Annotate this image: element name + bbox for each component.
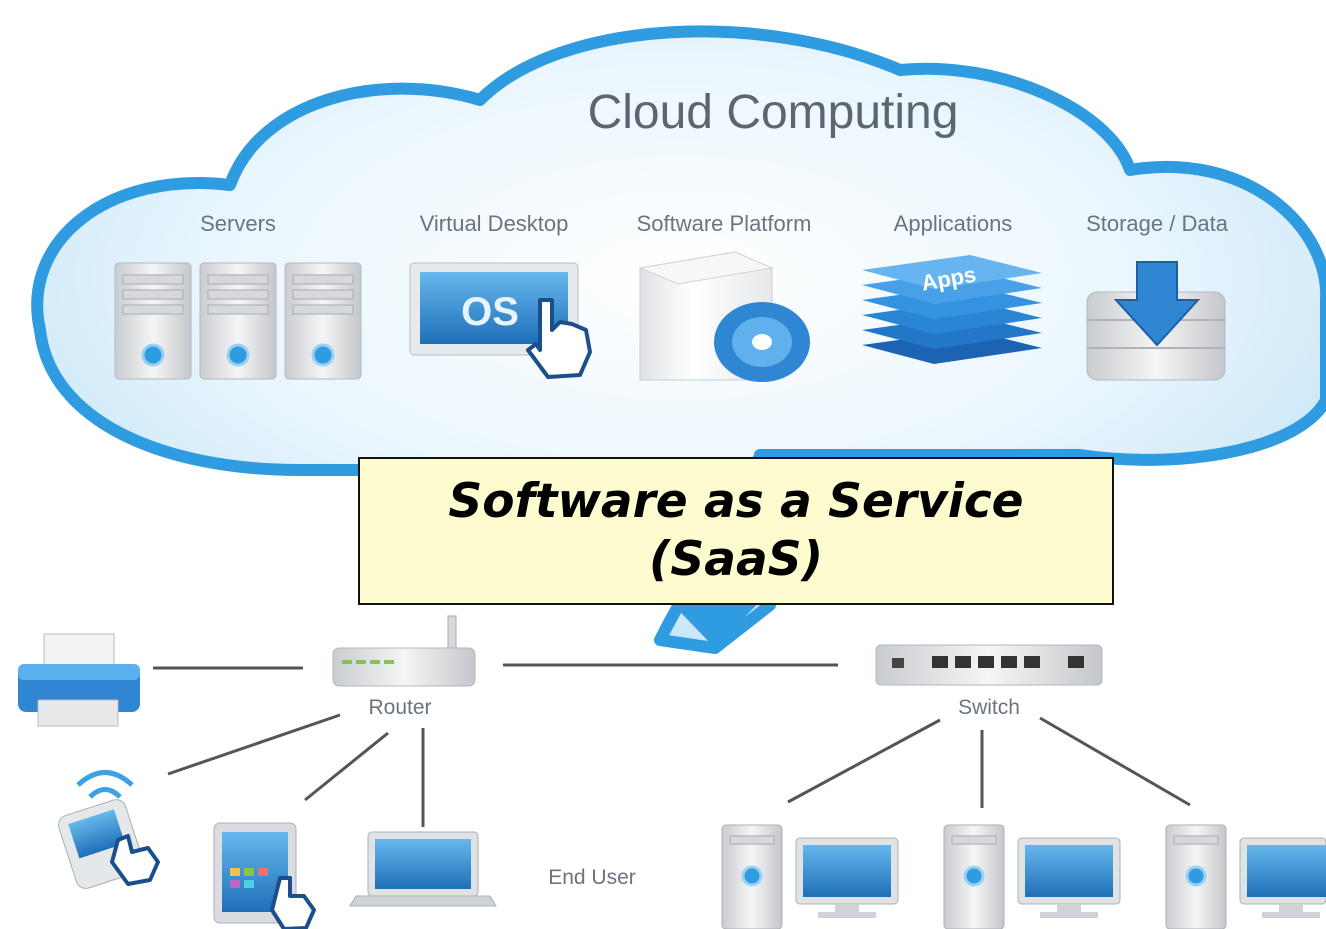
- laptop-icon: [349, 831, 497, 907]
- storage-icon: [1086, 261, 1226, 381]
- router-icon: [332, 615, 476, 687]
- category-label-virtual-desktop: Virtual Desktop: [420, 211, 569, 236]
- router-label: Router: [368, 696, 431, 719]
- end-user-label: End User: [548, 866, 636, 889]
- apps-stack-icon: Apps: [862, 255, 1042, 364]
- hand-cursor-icon: [526, 298, 592, 379]
- cloud-title: Cloud Computing: [588, 86, 959, 139]
- category-label-storage: Storage / Data: [1086, 211, 1229, 236]
- software-box-icon: [638, 251, 810, 382]
- category-label-software-platform: Software Platform: [637, 211, 812, 236]
- servers-icon: [114, 262, 362, 380]
- switch-label: Switch: [958, 696, 1020, 719]
- saas-callout-line2: (SaaS): [648, 532, 824, 587]
- saas-callout: Software as a Service (SaaS): [358, 457, 1114, 605]
- tablet-icon: [213, 822, 316, 929]
- switch-icon: [875, 644, 1103, 686]
- desktop-computer-icon: [943, 824, 1121, 929]
- printer-icon: [18, 633, 140, 727]
- download-arrow-icon: [1113, 261, 1201, 347]
- desktop-computer-icon: [721, 824, 899, 929]
- saas-callout-line1: Software as a Service: [448, 474, 1024, 529]
- desktop-computer-icon: [1165, 824, 1326, 929]
- smartphone-icon: [58, 770, 160, 889]
- category-label-applications: Applications: [894, 211, 1013, 236]
- virtual-desktop-icon: OS: [409, 262, 592, 379]
- category-label-servers: Servers: [200, 211, 276, 236]
- network-lines: [153, 663, 1191, 827]
- os-text: OS: [461, 290, 519, 334]
